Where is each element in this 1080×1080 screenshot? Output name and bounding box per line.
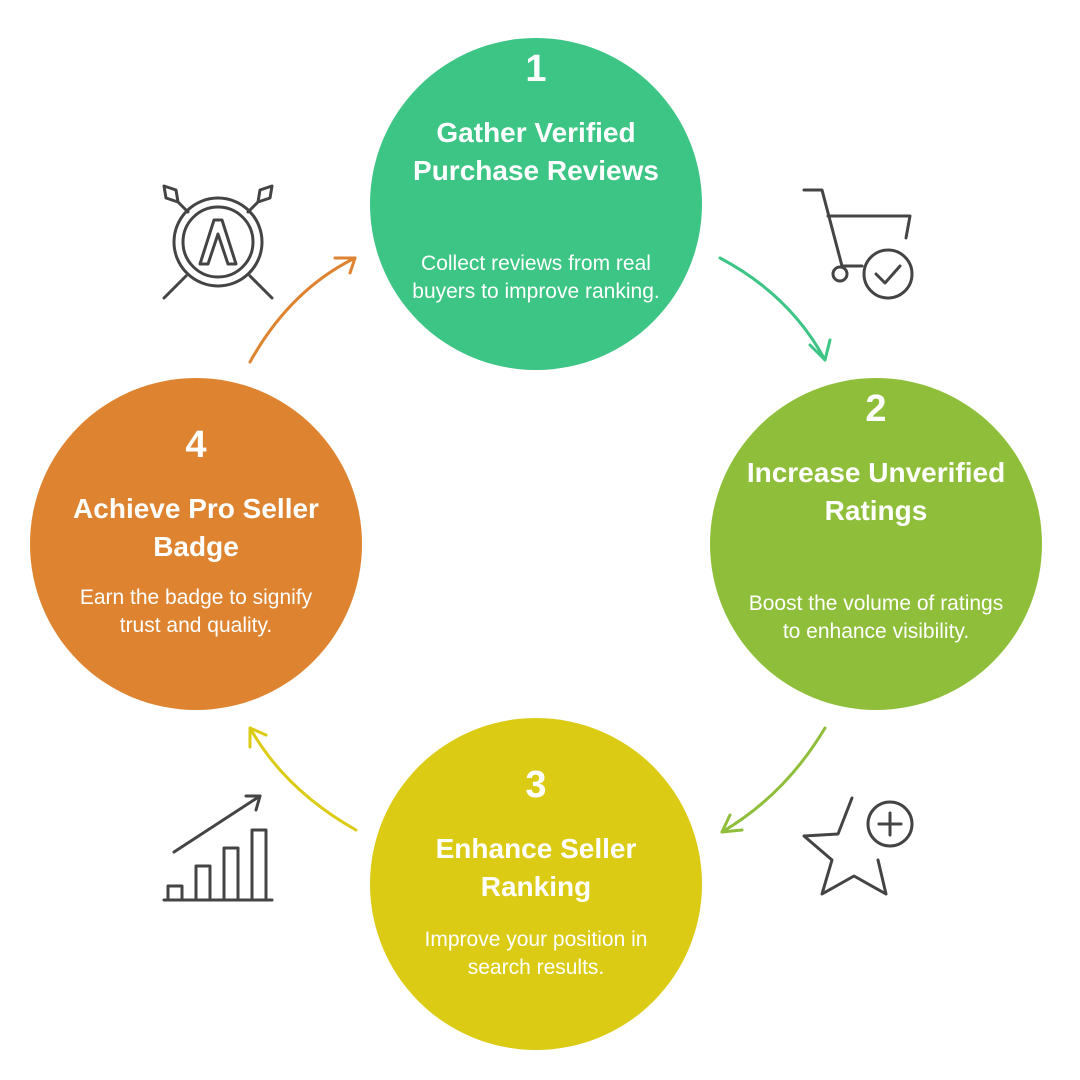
step-1-circle: 1 Gather Verified Purchase Reviews Colle… <box>370 38 702 370</box>
step-2-number: 2 <box>865 388 887 430</box>
step-3-description: Improve your position in search results. <box>424 928 648 979</box>
step-2-description: Boost the volume of ratings to enhance v… <box>748 592 1004 643</box>
shopping-cart-check-icon <box>802 188 914 300</box>
growth-bar-chart-icon <box>162 794 274 902</box>
arrow-3-to-4 <box>248 726 358 832</box>
step-3-circle: 3 Enhance Seller Ranking Improve your po… <box>370 718 702 1050</box>
step-2-circle: 2 Increase Unverified Ratings Boost the … <box>710 378 1042 710</box>
step-3-title: Enhance Seller Ranking <box>435 833 637 902</box>
step-4-circle: 4 Achieve Pro Seller Badge Earn the badg… <box>30 378 362 710</box>
step-1-number: 1 <box>525 48 547 90</box>
arrow-2-to-3 <box>720 726 827 834</box>
shield-spears-badge-icon <box>162 184 274 300</box>
step-4-number: 4 <box>185 424 207 466</box>
step-1-description: Collect reviews from real buyers to impr… <box>412 252 660 303</box>
arrow-1-to-2 <box>718 256 832 362</box>
step-3-number: 3 <box>525 764 547 806</box>
step-1-title: Gather Verified Purchase Reviews <box>413 117 659 186</box>
step-4-title: Achieve Pro Seller Badge <box>73 493 319 562</box>
star-plus-icon <box>802 796 914 896</box>
arrow-4-to-1 <box>248 256 357 364</box>
step-2-title: Increase Unverified Ratings <box>746 457 1006 526</box>
step-4-description: Earn the badge to signify trust and qual… <box>79 586 313 637</box>
